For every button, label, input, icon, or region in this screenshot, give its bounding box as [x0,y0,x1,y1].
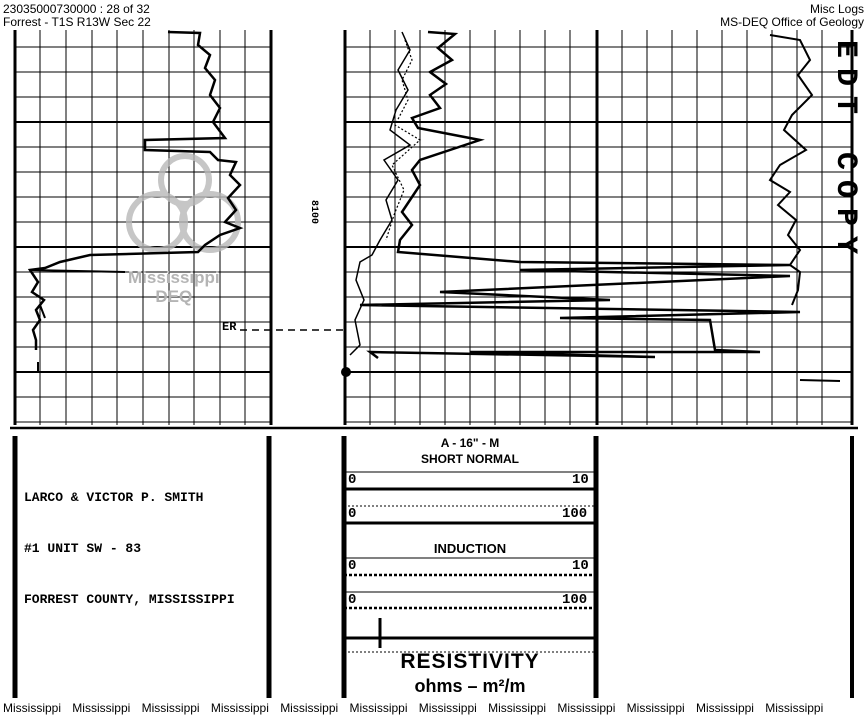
resistivity-title: RESISTIVITY [400,650,540,673]
agency-name: MS-DEQ Office of Geology [720,15,864,29]
footer-item: Mississippi [488,701,547,715]
track23-grid [343,30,854,425]
county-state: FORREST COUNTY, MISSISSIPPI [24,592,235,607]
track3-curve [768,34,814,306]
deq-seal-watermark [126,153,241,253]
short-normal-subtitle: SHORT NORMAL [421,452,519,466]
header-left: 23035000730000 : 28 of 32 Forrest - T1S … [3,3,151,29]
er-marker-dot [341,367,351,377]
short-normal-title: A - 16" - M [440,436,500,450]
document-type: Misc Logs [809,2,864,16]
location-text: Forrest - T1S R13W Sec 22 [3,15,151,29]
footer-item: Mississippi [280,701,339,715]
sp-curve-detail [29,269,126,372]
resistivity-units: ohms – m²/m [414,676,526,696]
footer-item: Mississippi [418,701,477,715]
er-marker-label: ER [222,320,237,334]
well-name: #1 UNIT SW - 83 [24,541,142,556]
track3-tail [799,379,841,382]
well-id-page: 23035000730000 : 28 of 32 [3,2,150,16]
sn-row2-max: 100 [562,506,588,522]
sn-row1-min: 0 [348,472,357,488]
sn-row2-min: 0 [348,506,357,522]
watermark-line2: DEQ [155,287,193,306]
footer-item: Mississippi [141,701,200,715]
footer-item: Mississippi [349,701,408,715]
deq-watermark-text: Mississippi DEQ [128,268,220,306]
sp-curve [27,30,244,350]
ind-row2-min: 0 [348,592,357,608]
footer-item: Mississippi [3,701,62,715]
company-name: LARCO & VICTOR P. SMITH [24,490,204,505]
footer-item: Mississippi [626,701,685,715]
vertical-stamp: EDT COPY [828,40,862,264]
ind-row1-max: 10 [572,558,589,574]
ind-row2-max: 100 [562,592,588,608]
footer-item: Mississippi [765,701,824,715]
log-scan: 8100 ER EDT COPY [10,30,862,698]
induction-dotted-curve [385,39,422,241]
sn-row1-max: 10 [572,472,589,488]
track1-grid [13,30,273,425]
footer-item: Mississippi [557,701,616,715]
depth-label: 8100 [308,200,319,224]
watermark-line1: Mississippi [128,268,220,287]
footer-item: Mississippi [210,701,269,715]
scale-lines [344,471,596,653]
footer-item: Mississippi [695,701,754,715]
ind-row1-min: 0 [348,558,357,574]
horizontal-grid [15,46,852,423]
short-normal-curve [359,30,801,359]
footer-watermark-row: Mississippi Mississippi Mississippi Mississ… [0,701,868,715]
induction-curve [349,31,412,356]
footer-item: Mississippi [72,701,131,715]
heading-block: LARCO & VICTOR P. SMITH #1 UNIT SW - 83 … [24,455,235,625]
header-right: Misc Logs MS-DEQ Office of Geology [720,3,864,29]
induction-title: INDUCTION [433,541,507,556]
